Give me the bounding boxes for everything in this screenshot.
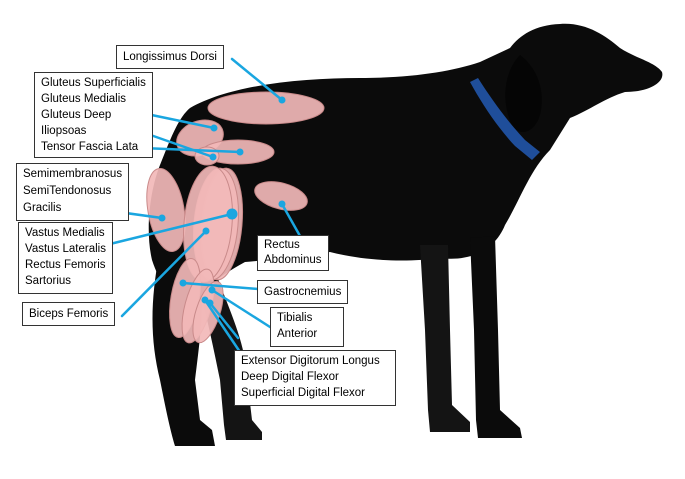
- marker-dots: [158, 96, 286, 307]
- label-line: Semimembranosus: [23, 168, 123, 180]
- label-gastrocnemius: Gastrocnemius: [257, 280, 349, 304]
- leader-lines: [80, 57, 302, 354]
- muscle-overlays: [146, 91, 325, 344]
- label-line: Anterior: [277, 328, 318, 340]
- label-line: Longissimus Dorsi: [123, 51, 217, 63]
- dot-gluteus: [210, 124, 218, 132]
- rectus-abdominus-muscle: [254, 181, 308, 211]
- dot-tibialis: [208, 286, 216, 294]
- label-line: Iliopsoas: [41, 125, 87, 137]
- label-line: Vastus Lateralis: [25, 243, 106, 255]
- label-line: Vastus Medialis: [25, 227, 105, 239]
- line-longissimus: [230, 57, 284, 102]
- line-rectus: [280, 202, 302, 238]
- label-biceps-femoris: Biceps Femoris: [22, 302, 116, 326]
- label-line: Gluteus Medialis: [41, 93, 127, 105]
- label-line: Extensor Digitorum Longus: [241, 355, 380, 367]
- label-digital-group: Extensor Digitorum Longus Deep Digital F…: [234, 350, 396, 406]
- label-line: SemiTendonosus: [23, 185, 112, 197]
- hamstring-muscle: [146, 168, 186, 252]
- line-digital-1: [203, 298, 242, 354]
- label-line: Abdominus: [264, 254, 322, 266]
- label-hamstring-group: Semimembranosus SemiTendonosus Gracilis: [16, 163, 130, 221]
- dot-digital-2: [206, 299, 214, 307]
- label-line: Tensor Fascia Lata: [41, 141, 139, 153]
- label-line: Gracilis: [23, 202, 62, 214]
- line-quad: [108, 212, 234, 246]
- dot-tfl: [236, 148, 244, 156]
- label-line: Biceps Femoris: [29, 308, 109, 320]
- label-line: Gluteus Superficialis: [41, 77, 146, 89]
- line-gluteus: [140, 111, 216, 130]
- dog-ear: [505, 55, 542, 133]
- dot-iliopsoas: [209, 153, 217, 161]
- dot-gastrocnemius: [179, 279, 187, 287]
- label-quad-group: Vastus Medialis Vastus Lateralis Rectus …: [18, 222, 113, 294]
- label-line: Tibialis: [277, 312, 313, 324]
- dot-hamstring: [158, 214, 166, 222]
- dog-front-leg-2: [420, 245, 470, 432]
- dot-quad: [226, 208, 238, 220]
- label-rectus-abdominus: Rectus Abdominus: [257, 235, 329, 271]
- dog-front-leg-1: [470, 236, 522, 438]
- longissimus-muscle: [207, 91, 325, 125]
- label-line: Gluteus Deep: [41, 109, 112, 121]
- line-iliopsoas: [140, 130, 215, 159]
- label-line: Deep Digital Flexor: [241, 371, 339, 383]
- line-tibialis: [210, 288, 272, 329]
- dot-rectus: [278, 200, 286, 208]
- label-longissimus-dorsi: Longissimus Dorsi: [116, 45, 224, 69]
- dot-biceps: [202, 227, 210, 235]
- label-line: Rectus Femoris: [25, 259, 106, 271]
- label-tibialis-anterior: Tibialis Anterior: [270, 307, 344, 347]
- dog-collar: [470, 78, 540, 160]
- label-gluteus-group: Gluteus Superficialis Gluteus Medialis G…: [34, 72, 153, 158]
- line-tfl: [140, 146, 242, 154]
- label-line: Gastrocnemius: [264, 286, 342, 298]
- label-line: Sartorius: [25, 275, 72, 287]
- label-line: Superficial Digital Flexor: [241, 387, 365, 399]
- dot-longissimus: [278, 96, 286, 104]
- label-line: Rectus: [264, 239, 300, 251]
- line-digital-2: [208, 301, 240, 340]
- line-gastrocnemius: [181, 281, 260, 291]
- line-biceps: [120, 229, 208, 318]
